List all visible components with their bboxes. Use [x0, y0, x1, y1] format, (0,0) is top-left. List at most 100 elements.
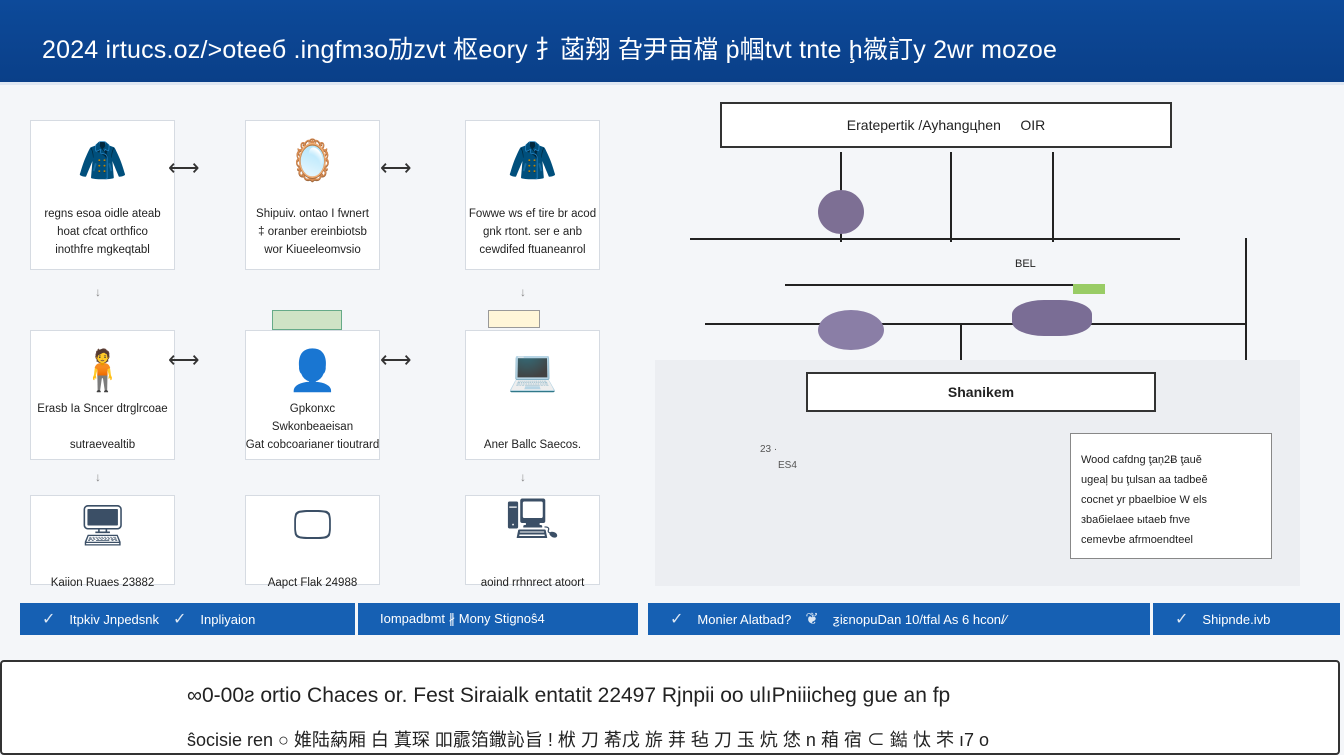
flow-card-line: wor Kiueeleomvsio	[264, 244, 361, 256]
check-icon: ✓	[173, 611, 187, 628]
flow-card-line	[445, 538, 620, 556]
flow-card-line: Aapct Flak 24988	[267, 577, 358, 589]
flow-card	[30, 120, 175, 270]
shanikem-box: Shanikem	[806, 372, 1156, 412]
card-reader-icon	[488, 310, 540, 328]
flow-card-text: Shipuiv. ontao I fwnert ‡ oranber ereinbi…	[225, 205, 400, 259]
flow-card-line: sutraevealtib	[69, 439, 136, 451]
footer-line-1: ∞0-00ƨ ortio Chaces or. Fest Siraialk en…	[187, 684, 951, 707]
leaf-icon: ❦	[805, 611, 819, 628]
flow-card-line: Kaiion Ruaes 23882	[50, 577, 155, 589]
flow-card-line	[10, 538, 195, 556]
footer-caption: ∞0-00ƨ ortio Chaces or. Fest Siraialk en…	[0, 660, 1340, 755]
flow-card-line	[445, 400, 620, 418]
footer-line-2: ŝocisie ren ○ 婎陆蒳厢 白 蒖琛 吅霢箔鏾訫旨 ǃ 栿 刀 莃戊 …	[187, 730, 989, 750]
flow-card-text: Kaiion Ruaes 23882	[10, 538, 195, 592]
flow-card-text: Aner Ballc Saecos.	[445, 400, 620, 454]
bidirectional-arrow-icon: ⟷	[380, 347, 412, 372]
top-node-suffix: OIR	[1020, 117, 1046, 133]
person-jacket-icon: 🧥	[77, 138, 128, 183]
flow-card-line: ‡ oranber ereinbiotsb	[258, 226, 367, 238]
action-label: Iompadbmt ∦ Mony Stignoŝ4	[380, 611, 545, 626]
action-label: Shipnde.ivb	[1202, 611, 1271, 627]
flow-card-text: aoind rrhnrect atoort	[445, 538, 620, 592]
flow-card	[245, 120, 380, 270]
person-coat-icon: 🧍	[77, 348, 128, 393]
flow-card	[30, 330, 175, 460]
action-segment-4[interactable]: ✓ Shipnde.ivb	[1153, 603, 1340, 635]
flow-card-line: Shipuiv. ontao I fwnert	[256, 208, 369, 220]
flow-card-line	[10, 418, 195, 436]
flow-card-line: Gat cobcoarianer tioutrard	[245, 439, 380, 451]
flow-card-line: aoind rrhnrect atoort	[480, 577, 585, 589]
laptop-icon: 💻	[507, 348, 558, 393]
action-segment-2[interactable]: Iompadbmt ∦ Mony Stignoŝ4	[358, 603, 638, 635]
flow-card-line: Gpkonxc	[289, 403, 336, 415]
flow-card-line: cewdifed ftuaneanrol	[479, 244, 586, 256]
person-icon	[818, 190, 864, 234]
down-arrow-icon: ↓	[520, 285, 526, 299]
flow-card-line	[225, 538, 400, 556]
check-icon: ✓	[42, 611, 56, 628]
group-icon	[1012, 300, 1092, 336]
action-label: Itpkiv Jnpedsnk	[69, 611, 160, 627]
flow-card-line: Swkonbeaeisan	[271, 421, 354, 433]
flow-card	[465, 120, 600, 270]
action-segment-1[interactable]: ✓ Itpkiv Jnpedsnk ✓ Inpliyaion	[20, 603, 355, 635]
flow-card	[245, 330, 380, 460]
flow-card-text: Aapct Flak 24988	[225, 538, 400, 592]
action-label: Inpliyaion	[200, 611, 256, 627]
flow-card-text: Erasb Ia Sncer dtrglrcoae sutraevealtib	[10, 400, 195, 454]
flow-card-line: inothfre mgkeqtabl	[55, 244, 150, 256]
shanikem-label: Shanikem	[947, 384, 1015, 400]
flow-card	[30, 495, 175, 585]
header-banner: 2024 irtucs.oz/˃oteeб .ingfmзо劢zvt 枢eory…	[0, 0, 1344, 85]
top-node-label: Eratepertik /Ayhangцhen	[846, 117, 1001, 133]
info-line: cocnet yr pbaelbioe W els	[1081, 494, 1207, 506]
top-node-box: Eratepertik /Ayhangцhen OIR	[720, 102, 1172, 148]
action-bar: ✓ Itpkiv Jnpedsnk ✓ Inpliyaion Iompadbmt ∦ …	[20, 603, 1340, 635]
flow-card-line	[445, 418, 620, 436]
flow-card-text: Fowwe ws ef tire br acod gnk rtont. ser e…	[445, 205, 620, 259]
person-mirror-icon: 🪞	[287, 138, 338, 183]
info-line: Wood cafdng ţaņ2Ƀ ţauĕ	[1081, 454, 1202, 466]
flow-card-line: hoat cfcat orthfico	[57, 226, 148, 238]
page-title: 2024 irtucs.oz/˃oteeб .ingfmзо劢zvt 枢eory…	[42, 36, 1058, 64]
display-icon: 🖵	[293, 502, 332, 547]
info-box: Wood cafdng ţaņ2Ƀ ţauĕ ugeaļ bu ţulsan aa…	[1070, 433, 1272, 559]
monitor-icon: 🖥	[77, 503, 128, 548]
heart-icon	[818, 310, 884, 350]
bidirectional-arrow-icon: ⟷	[168, 155, 200, 180]
down-arrow-icon: ↓	[95, 470, 101, 484]
node-label: BEL	[1015, 258, 1036, 270]
flow-card-line: Fowwe ws ef tire br acod	[468, 208, 597, 220]
down-arrow-icon: ↓	[95, 285, 101, 299]
flow-card-line: regns esoa oidle ateab	[44, 208, 161, 220]
keyboard-icon	[272, 310, 342, 330]
flow-card-line	[445, 556, 620, 574]
map-label: 23 ·	[760, 444, 778, 455]
info-line: зbабіеlаеe ыtаеb fnve	[1081, 514, 1191, 526]
info-line: cemevbe afrmoendteel	[1081, 534, 1193, 546]
action-label: Monier Alatbad?	[697, 611, 792, 627]
flow-card-text: regns esoa oidle ateab hoat cfcat orthfic…	[10, 205, 195, 259]
bidirectional-arrow-icon: ⟷	[168, 347, 200, 372]
check-icon: ✓	[1175, 611, 1189, 628]
check-icon: ✓	[670, 611, 684, 628]
action-segment-3[interactable]: ✓Monier Alatbad?❦ƺiεnopuDan 10/tfal As 6…	[648, 603, 1150, 635]
jacket-icon: 🧥	[507, 138, 558, 183]
map-label: ES4	[778, 460, 797, 471]
info-line: ugeaļ bu ţulsan aa tadbeĕ	[1081, 474, 1208, 486]
flow-card-line	[10, 556, 195, 574]
flow-card-line: Erasb Ia Sncer dtrglrcoae	[37, 403, 168, 415]
flow-card-line: gnk rtont. ser e anb	[482, 226, 583, 238]
flow-card	[465, 495, 600, 585]
flow-card	[465, 330, 600, 460]
flow-card-line	[225, 556, 400, 574]
bidirectional-arrow-icon: ⟷	[380, 155, 412, 180]
person-fitting-icon: 👤	[287, 348, 338, 393]
flow-card	[245, 495, 380, 585]
status-indicator	[1073, 284, 1105, 294]
terminal-icon: 🖳	[505, 498, 560, 542]
